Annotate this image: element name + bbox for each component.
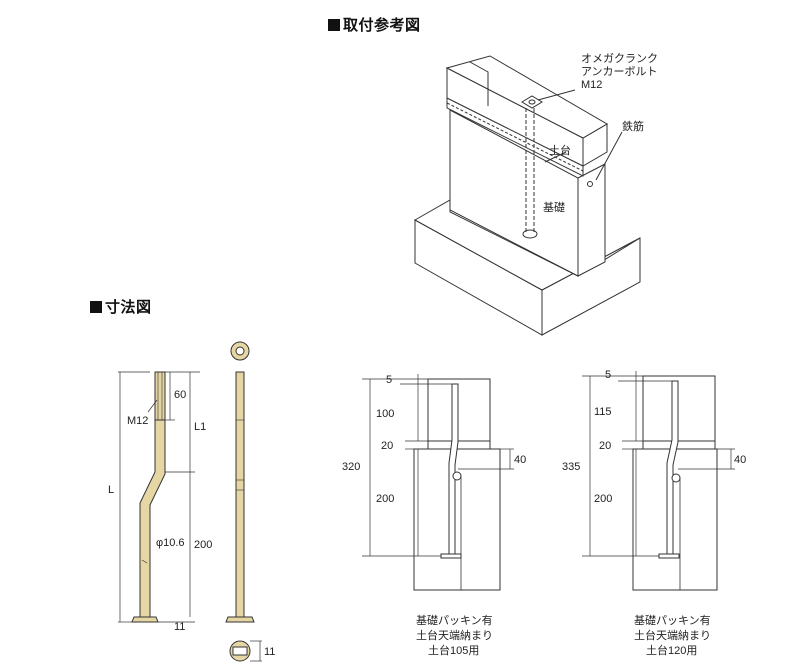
bolt-elevation xyxy=(118,371,200,623)
installation-heading: 取付参考図 xyxy=(328,14,421,35)
foundation-side-face xyxy=(577,163,606,277)
rebar-105 xyxy=(452,471,462,481)
sill-leader xyxy=(544,151,567,163)
bolt-shaft xyxy=(139,419,166,618)
installation-title: 取付参考図 xyxy=(343,17,421,34)
total-length-label: L xyxy=(108,484,114,496)
section-105-lower: 200 xyxy=(376,493,394,505)
section-120-caption-1: 基礎パッキン有 xyxy=(634,613,711,627)
square-bullet-icon xyxy=(328,19,340,31)
rebar-120 xyxy=(671,473,681,483)
section-105-gasket: 20 xyxy=(381,440,393,452)
gasket-120 xyxy=(642,440,716,450)
upper-length-label: L1 xyxy=(194,421,206,433)
bolt-leader xyxy=(537,89,576,101)
bolt-label-line3: M12 xyxy=(581,79,602,91)
thread-spec: M12 xyxy=(127,415,148,427)
bolt-label-line1: オメガクランク xyxy=(581,52,658,65)
section-120-total: 335 xyxy=(562,461,580,473)
sill-joint xyxy=(469,61,489,106)
section-120-gasket: 20 xyxy=(599,440,611,452)
section-120-caption-2: 土台天端納まり xyxy=(634,628,711,642)
foundation-120 xyxy=(632,448,718,591)
installation-drawing xyxy=(413,55,641,336)
section-105-caption-3: 土台105用 xyxy=(428,643,479,657)
anchor-nut xyxy=(528,99,536,105)
gasket-105 xyxy=(427,440,491,450)
lower-length: 200 xyxy=(194,539,212,551)
foundation-label: 基礎 xyxy=(543,201,565,214)
bolt-thread xyxy=(154,371,166,421)
section-105-caption-2: 土台天端納まり xyxy=(416,628,493,642)
square-bullet-icon xyxy=(90,301,102,313)
sill-105 xyxy=(427,378,491,442)
dimension-title: 寸法図 xyxy=(105,299,152,316)
rebar-label: 鉄筋 xyxy=(622,119,644,133)
section-105-upper: 100 xyxy=(376,408,394,420)
sill-top-face xyxy=(445,55,608,139)
section-105-offset: 40 xyxy=(514,454,526,466)
thread-length: 60 xyxy=(174,389,186,401)
bolt-label-line2: アンカーボルト xyxy=(581,65,658,78)
sill-label: 土台 xyxy=(549,143,571,157)
section-120-lower: 200 xyxy=(594,493,612,505)
rebar-leader xyxy=(595,131,623,181)
section-120-caption-3: 土台120用 xyxy=(646,643,697,657)
section-105-top-gap: 5 xyxy=(386,374,392,386)
section-120-drawing xyxy=(582,371,735,591)
head-size: 11 xyxy=(174,621,185,633)
foundation-105 xyxy=(413,448,501,591)
gasket-line xyxy=(446,102,584,172)
bolt-side-head xyxy=(225,616,255,623)
diameter-label: φ10.6 xyxy=(156,537,185,549)
section-105-caption-1: 基礎パッキン有 xyxy=(416,613,493,627)
dimension-heading: 寸法図 xyxy=(90,296,152,317)
rebar-end xyxy=(587,181,593,187)
bolt-side-shaft xyxy=(235,371,245,618)
bolt-side-view xyxy=(225,341,262,662)
section-120-upper: 115 xyxy=(594,406,612,418)
anchor-washer xyxy=(521,95,543,109)
bolt-head-hidden xyxy=(522,229,538,239)
section-105-total: 320 xyxy=(342,461,360,473)
section-120-top-gap: 5 xyxy=(605,369,611,381)
sill-120 xyxy=(642,375,716,442)
section-105-drawing xyxy=(362,374,514,591)
bolt-head xyxy=(131,616,159,623)
head-bottom-size: 11 xyxy=(264,646,275,658)
section-120-offset: 40 xyxy=(734,454,746,466)
